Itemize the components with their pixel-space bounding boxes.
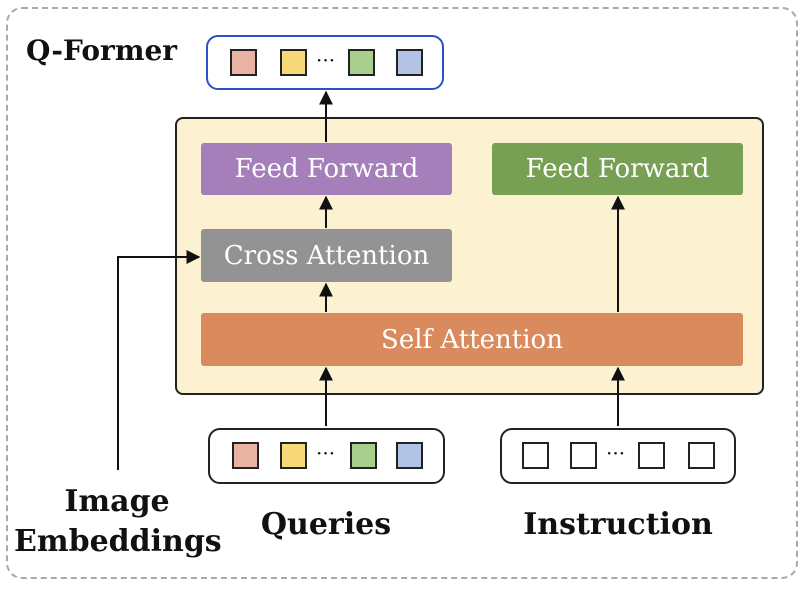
query-token-4	[396, 442, 423, 469]
instruction-ellipsis: ···	[606, 441, 626, 465]
cross-attention-block: Cross Attention	[201, 229, 452, 282]
instruction-token-3	[638, 442, 665, 469]
feed-forward-right-block: Feed Forward	[492, 143, 743, 195]
output-tokens-box: ···	[206, 35, 444, 90]
image-embeddings-label: Image Embeddings	[14, 482, 222, 562]
query-ellipsis: ···	[316, 441, 336, 465]
arrow-image-embeddings-to-cross-attention	[117, 250, 201, 470]
self-attention-block: Self Attention	[201, 313, 743, 366]
instruction-token-1	[522, 442, 549, 469]
instruction-label: Instruction	[523, 507, 713, 542]
feed-forward-left-block: Feed Forward	[201, 143, 452, 195]
output-token-3	[348, 49, 375, 76]
instruction-token-2	[570, 442, 597, 469]
diagram-title: Q-Former	[26, 34, 178, 67]
outer-frame	[6, 7, 798, 579]
queries-label: Queries	[260, 507, 392, 542]
output-token-4	[396, 49, 423, 76]
instruction-token-4	[688, 442, 715, 469]
image-embeddings-line2: Embeddings	[14, 524, 222, 559]
output-token-2	[280, 49, 307, 76]
query-token-1	[232, 442, 259, 469]
query-token-3	[350, 442, 377, 469]
query-token-2	[280, 442, 307, 469]
output-token-1	[230, 49, 257, 76]
image-embeddings-line1: Image	[64, 484, 170, 519]
instruction-tokens-box: ···	[500, 428, 736, 484]
queries-tokens-box: ···	[208, 428, 445, 484]
output-ellipsis: ···	[316, 48, 336, 72]
